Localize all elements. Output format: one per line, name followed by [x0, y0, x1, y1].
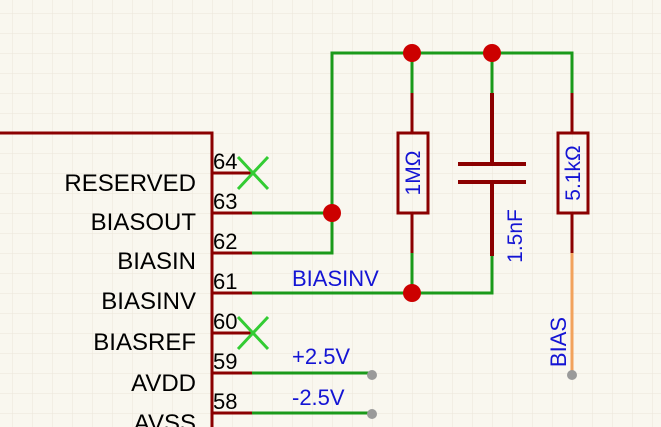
net-label-biasinv: BIASINV — [292, 266, 379, 291]
no-connect-marker-60[interactable] — [236, 315, 270, 351]
net-label-avdd: +2.5V — [292, 344, 350, 369]
pin-name-58: AVSS — [134, 410, 196, 427]
net-endpoint-bias[interactable] — [567, 370, 577, 380]
net-endpoint-avss[interactable] — [367, 409, 377, 419]
pin-name-62: BIASIN — [117, 248, 196, 275]
wire-biasinv[interactable] — [252, 256, 494, 295]
pin-number-61: 61 — [213, 269, 237, 294]
ic-pin-stubs — [212, 171, 252, 415]
junction-dot[interactable] — [323, 204, 341, 222]
resistor-r1[interactable] — [396, 93, 430, 253]
wire-biasout[interactable] — [252, 51, 574, 215]
resistor-r2[interactable] — [556, 93, 590, 253]
capacitor-c1[interactable] — [458, 93, 526, 256]
junction-dot[interactable] — [403, 284, 421, 302]
pin-number-62: 62 — [213, 229, 237, 254]
wire-biasin[interactable] — [252, 213, 334, 255]
junction-dot[interactable] — [483, 44, 501, 62]
pin-number-64: 64 — [213, 149, 237, 174]
pin-number-58: 58 — [213, 389, 237, 414]
ic-body-outline[interactable] — [0, 131, 214, 427]
pin-name-64: RESERVED — [64, 170, 196, 197]
pin-number-59: 59 — [213, 349, 237, 374]
resistor-r2-value: 5.1kΩ — [562, 145, 585, 200]
net-label-bias: BIAS — [546, 317, 571, 367]
pin-number-63: 63 — [213, 189, 237, 214]
resistor-r1-value: 1MΩ — [402, 151, 425, 196]
net-endpoint-avdd[interactable] — [367, 370, 377, 380]
net-label-avss: -2.5V — [292, 385, 345, 410]
pin-number-60: 60 — [213, 309, 237, 334]
capacitor-c1-value: 1.5nF — [504, 209, 527, 263]
junctions — [323, 44, 501, 302]
junction-dot[interactable] — [403, 44, 421, 62]
wires — [252, 51, 574, 415]
pin-name-63: BIASOUT — [91, 209, 197, 236]
pin-name-61: BIASINV — [101, 288, 196, 315]
no-connect-marker-64[interactable] — [236, 155, 270, 191]
pin-name-60: BIASREF — [93, 329, 196, 356]
pin-name-59: AVDD — [131, 370, 196, 397]
